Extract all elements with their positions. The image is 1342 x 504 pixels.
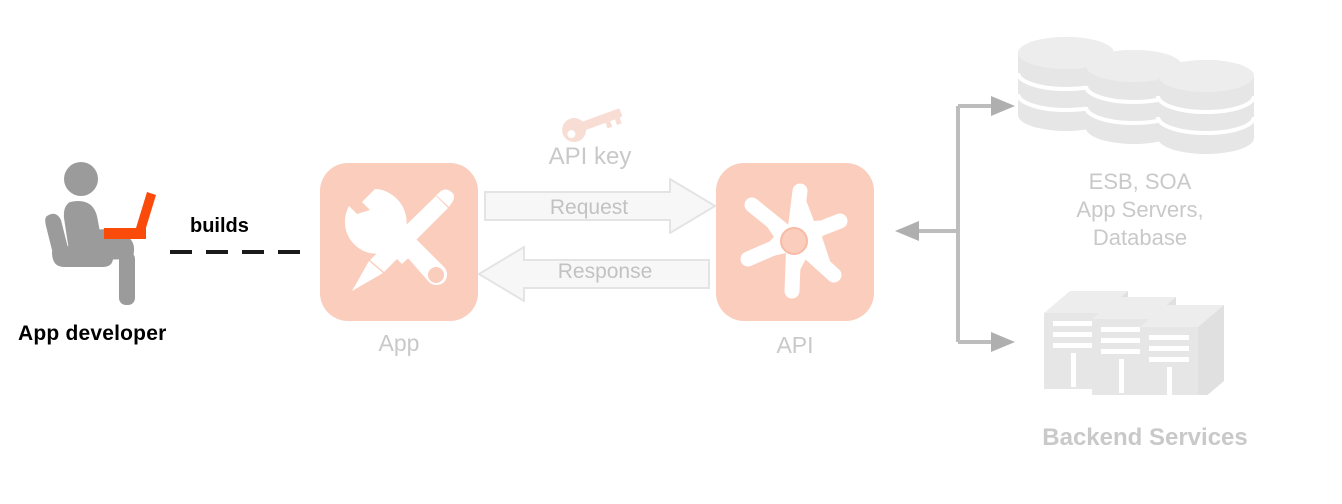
backend-database-label: ESB, SOA App Servers, Database xyxy=(1012,168,1268,252)
app-developer-icon xyxy=(40,160,175,310)
api-key-label: API key xyxy=(548,143,632,170)
database-stack-icon xyxy=(1016,33,1262,156)
request-arrow-shape xyxy=(484,177,717,235)
key-icon xyxy=(556,100,624,142)
builds-dashed-line xyxy=(168,243,304,254)
server-rack-icon xyxy=(1024,283,1260,403)
database-label-line-3: Database xyxy=(1092,225,1188,250)
backend-connector-lines xyxy=(888,88,1024,360)
app-node-label: App xyxy=(378,330,420,356)
api-node-label: API xyxy=(776,332,814,358)
wrench-and-pencil-icon xyxy=(340,183,458,301)
api-star-hub-icon xyxy=(730,175,862,307)
request-label: Request xyxy=(549,196,629,219)
backend-services-label: Backend Services xyxy=(1042,424,1248,451)
app-developer-label: App developer xyxy=(18,322,167,345)
database-label-line-2: App Servers, xyxy=(1076,197,1204,222)
response-arrow-shape xyxy=(477,245,710,303)
database-label-line-1: ESB, SOA xyxy=(1088,169,1192,194)
response-label: Response xyxy=(557,260,653,283)
builds-label: builds xyxy=(190,215,249,237)
